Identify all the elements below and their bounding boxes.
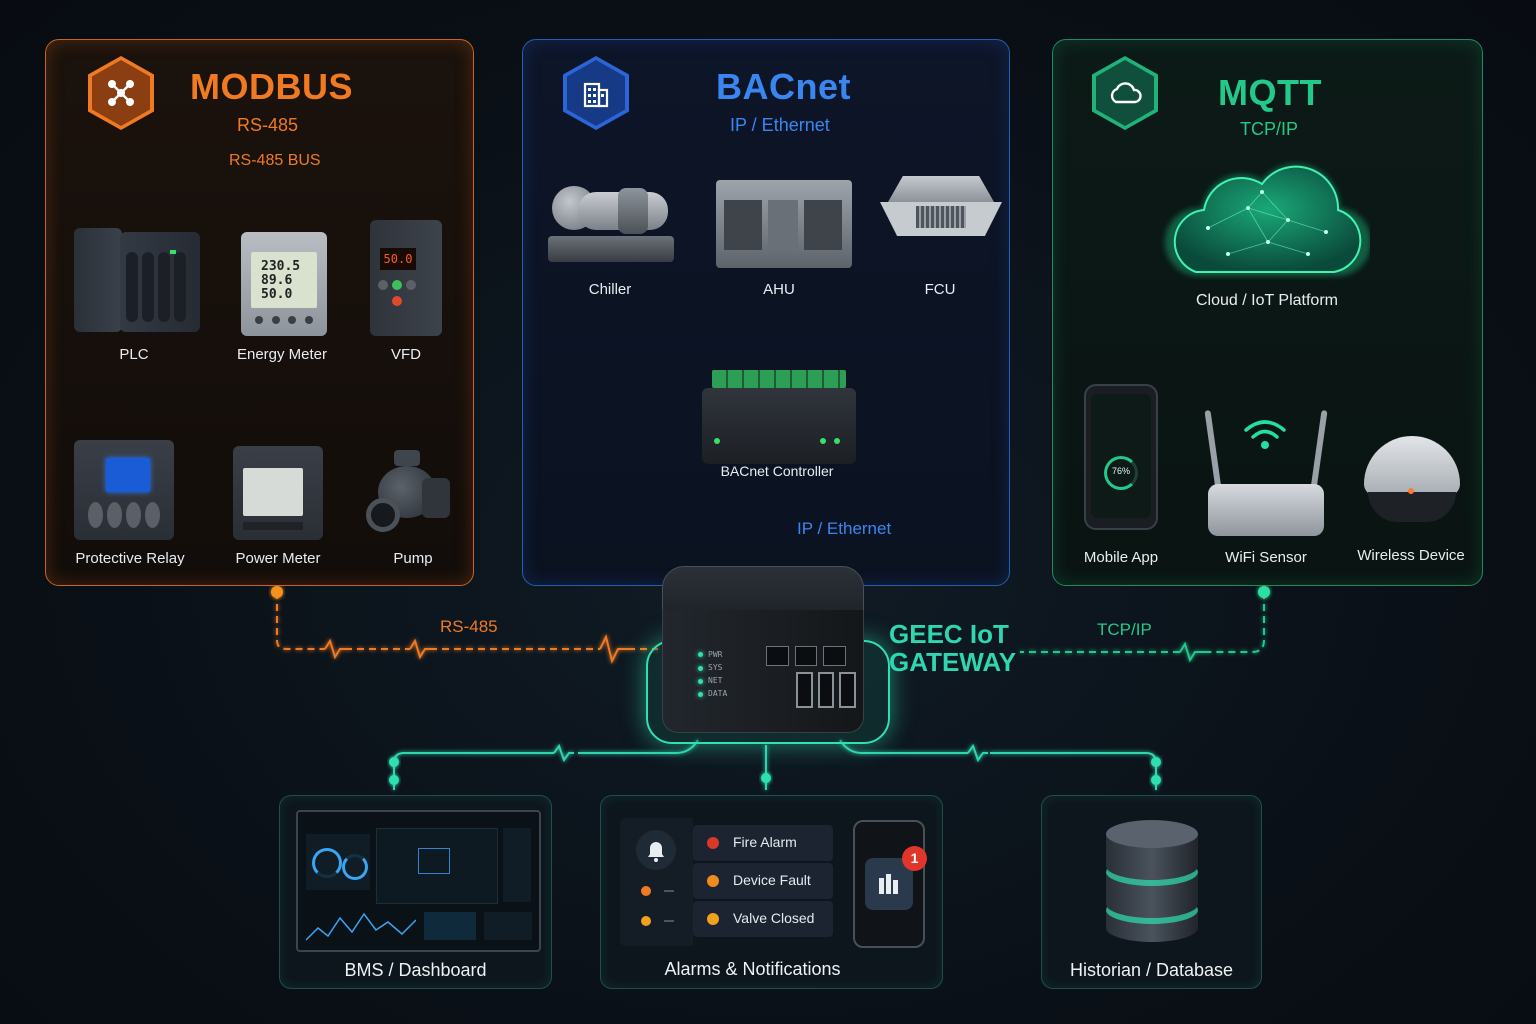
pump-label: Pump [393,550,433,567]
alarm-item-valve-closed[interactable]: Valve Closed [693,901,833,937]
mobile-app-device: 76% [1084,384,1158,530]
plc-label: PLC [119,346,149,363]
alarm-phone [853,820,925,948]
wifi-icon [1244,420,1286,449]
bacnet-subtitle: IP / Ethernet [730,115,830,135]
gateway-title-line2: GATEWAY [889,647,1017,677]
ahu-device [716,180,852,268]
wireless-device [1364,436,1460,528]
meter-reading-current: 89.6 [261,273,293,288]
wireless-device-label: Wireless Device [1357,547,1465,564]
alarm-text: Device Fault [733,872,811,888]
vfd-display: 50.0 [380,248,416,270]
alarm-sidebar [620,818,693,946]
cloud-icon [1092,56,1158,130]
building-icon [563,56,629,130]
network-nodes-icon [88,56,154,130]
power-meter-device [233,446,323,540]
wifi-sensor-label: WiFi Sensor [1225,549,1307,566]
led-label-net: NET [708,676,723,685]
vfd-device: 50.0 [370,220,442,336]
app-gauge-value: 76% [1111,466,1130,476]
gateway-title: GEEC IoT GATEWAY [889,620,1016,676]
modbus-subtitle: RS-485 [237,115,299,135]
protective-relay-device [74,440,174,540]
ahu-label: AHU [763,281,795,298]
gateway-tcpip-label: TCP/IP [1097,620,1152,639]
protective-relay-label: Protective Relay [75,550,185,567]
chiller-device [548,178,678,272]
alarm-text: Valve Closed [733,910,815,926]
modbus-title: MODBUS [190,66,353,107]
meter-reading-frequency: 50.0 [261,287,293,302]
dashboard-screen [296,810,541,952]
bms-dashboard-card[interactable]: BMS / Dashboard [279,795,552,989]
bacnet-controller-device [702,370,862,466]
chiller-label: Chiller [588,281,632,298]
gateway-title-line1: GEEC IoT [889,619,1009,649]
alarm-item-device-fault[interactable]: Device Fault [693,863,833,899]
mobile-app-label: Mobile App [1083,549,1159,566]
notification-badge: 1 [902,846,927,871]
mqtt-title: MQTT [1218,72,1322,113]
vfd-label: VFD [391,346,421,363]
energy-meter-device: 230.5 89.6 50.0 [241,232,327,336]
mqtt-gateway-link [1020,592,1265,653]
energy-meter-label: Energy Meter [236,346,328,363]
modbus-port [271,586,283,598]
alarms-label: Alarms & Notifications [664,959,841,979]
mqtt-subtitle: TCP/IP [1240,119,1299,139]
alarm-status-dot [707,875,719,887]
led-label-data: DATA [708,689,728,698]
database-icon [1106,820,1198,942]
pump-device [364,448,452,538]
fcu-label: FCU [924,281,956,298]
cloud-platform-label: Cloud / IoT Platform [1196,292,1338,309]
alarm-item-fire[interactable]: Fire Alarm [693,825,833,861]
power-meter-label: Power Meter [235,550,321,567]
gateway-device: PWR SYS NET DATA [662,566,864,736]
alarm-status-dot [707,913,719,925]
fcu-device [880,176,1002,242]
alarm-status-dot [707,837,719,849]
wifi-sensor-device [1204,409,1328,540]
led-label-sys: SYS [708,663,723,672]
bacnet-controller-label: BACnet Controller [720,463,834,479]
bacnet-title: BACnet [716,66,851,107]
gateway-rs485-label: RS-485 [440,617,498,636]
led-label-pwr: PWR [708,650,723,659]
historian-database-card[interactable]: Historian / Database [1041,795,1262,989]
historian-database-label: Historian / Database [1069,960,1234,980]
modbus-bus-label: RS-485 BUS [229,152,321,169]
alarm-text: Fire Alarm [733,834,797,850]
gateway-output-bus [393,739,1157,790]
bms-dashboard-label: BMS / Dashboard [344,960,487,980]
bacnet-panel [522,39,1010,586]
plc-device [74,222,200,334]
bell-icon [636,830,676,870]
cloud-platform-graphic [1164,163,1370,277]
bacnet-link-label: IP / Ethernet [797,519,892,538]
meter-reading-voltage: 230.5 [261,259,301,274]
